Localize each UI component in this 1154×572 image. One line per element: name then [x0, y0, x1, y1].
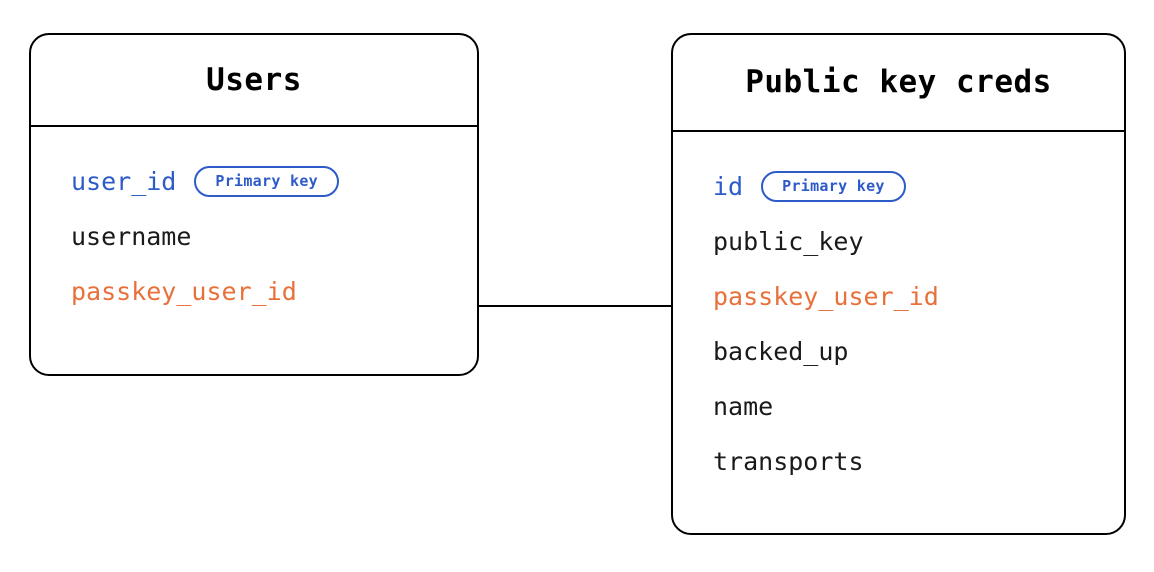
- relationship-connector-users-to-public-key-creds[interactable]: [478, 305, 673, 307]
- field-name-id: id: [713, 172, 744, 201]
- field-row-transports[interactable]: transports: [713, 434, 1124, 489]
- field-row-name[interactable]: name: [713, 379, 1124, 434]
- field-name-passkey-user-id: passkey_user_id: [71, 277, 297, 306]
- entity-field-list-public-key-creds: id Primary key public_key passkey_user_i…: [673, 132, 1124, 489]
- field-row-user-id[interactable]: user_id Primary key: [71, 154, 477, 209]
- entity-field-list-users: user_id Primary key username passkey_use…: [31, 127, 477, 319]
- primary-key-badge: Primary key: [761, 170, 906, 203]
- entity-title-users: Users: [206, 62, 302, 98]
- field-row-id[interactable]: id Primary key: [713, 159, 1124, 214]
- entity-box-users[interactable]: Users user_id Primary key username passk…: [29, 33, 479, 376]
- field-name-public-key: public_key: [713, 227, 864, 256]
- field-name-username: username: [71, 222, 192, 251]
- field-row-backed-up[interactable]: backed_up: [713, 324, 1124, 379]
- field-name-backed-up: backed_up: [713, 337, 849, 366]
- field-row-public-key[interactable]: public_key: [713, 214, 1124, 269]
- entity-box-public-key-creds[interactable]: Public key creds id Primary key public_k…: [671, 33, 1126, 535]
- field-row-passkey-user-id[interactable]: passkey_user_id: [713, 269, 1124, 324]
- entity-header-divider: [673, 130, 1124, 132]
- primary-key-badge: Primary key: [194, 165, 339, 198]
- entity-title-public-key-creds: Public key creds: [745, 64, 1052, 100]
- field-row-passkey-user-id[interactable]: passkey_user_id: [71, 264, 477, 319]
- entity-header-divider: [31, 125, 477, 127]
- field-row-username[interactable]: username: [71, 209, 477, 264]
- field-name-name: name: [713, 392, 774, 421]
- field-name-user-id: user_id: [71, 167, 177, 196]
- field-name-passkey-user-id: passkey_user_id: [713, 282, 939, 311]
- field-name-transports: transports: [713, 447, 864, 476]
